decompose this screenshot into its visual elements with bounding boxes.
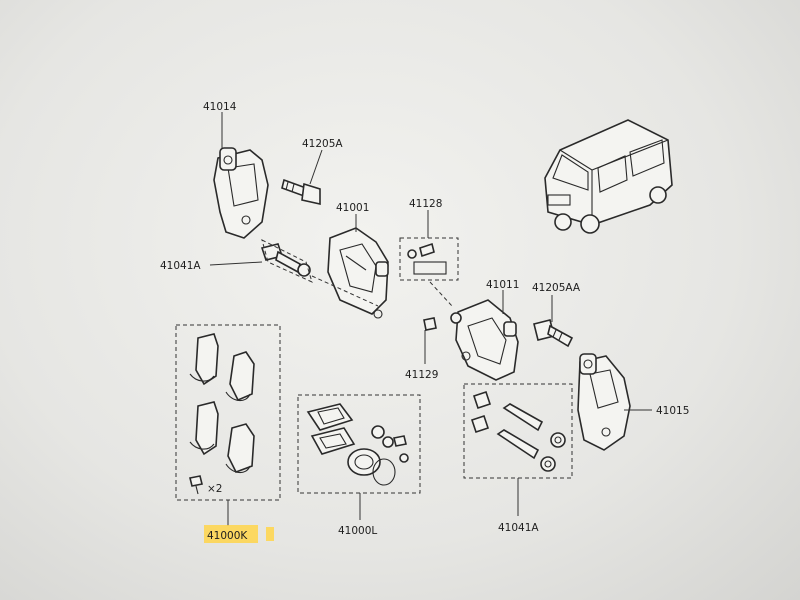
- part-41011-caliper: [450, 299, 519, 381]
- part-41205AA-bolt: [533, 319, 574, 348]
- part-41205A-bolt: [281, 178, 321, 205]
- label-41129: 41129: [405, 369, 438, 381]
- part-41015-bracket: [577, 353, 631, 451]
- part-41000L-seal-kit: [306, 403, 409, 486]
- label-41011: 41011: [486, 279, 519, 291]
- part-41014-bracket: [213, 147, 269, 239]
- label-41015: 41015: [656, 405, 689, 417]
- part-41041A-guide-pin-kit: [470, 390, 566, 472]
- kit-box-41000K: [175, 324, 281, 501]
- label-41128: 41128: [409, 198, 442, 210]
- van-illustration-icon: [544, 119, 673, 234]
- part-41128-bleeder: [407, 242, 447, 275]
- qty-x2-label: ×2: [207, 483, 222, 495]
- highlight-marker-tail: [266, 527, 274, 541]
- part-41001-caliper: [327, 227, 389, 319]
- label-41014: 41014: [203, 101, 237, 113]
- kit-box-41000L: [297, 394, 421, 494]
- label-41001: 41001: [336, 202, 369, 214]
- label-41041A-bottom: 41041A: [498, 522, 539, 534]
- label-41041A-left: 41041A: [160, 260, 201, 272]
- kit-box-41128: [399, 237, 459, 281]
- label-41205A: 41205A: [302, 138, 343, 150]
- part-41129-cap: [423, 317, 437, 331]
- label-41000L: 41000L: [338, 525, 377, 537]
- part-41000K-pads: [189, 333, 255, 495]
- highlight-marker: [204, 525, 258, 543]
- label-41205AA: 41205AA: [532, 282, 581, 294]
- label-41000K: 41000K: [207, 530, 248, 542]
